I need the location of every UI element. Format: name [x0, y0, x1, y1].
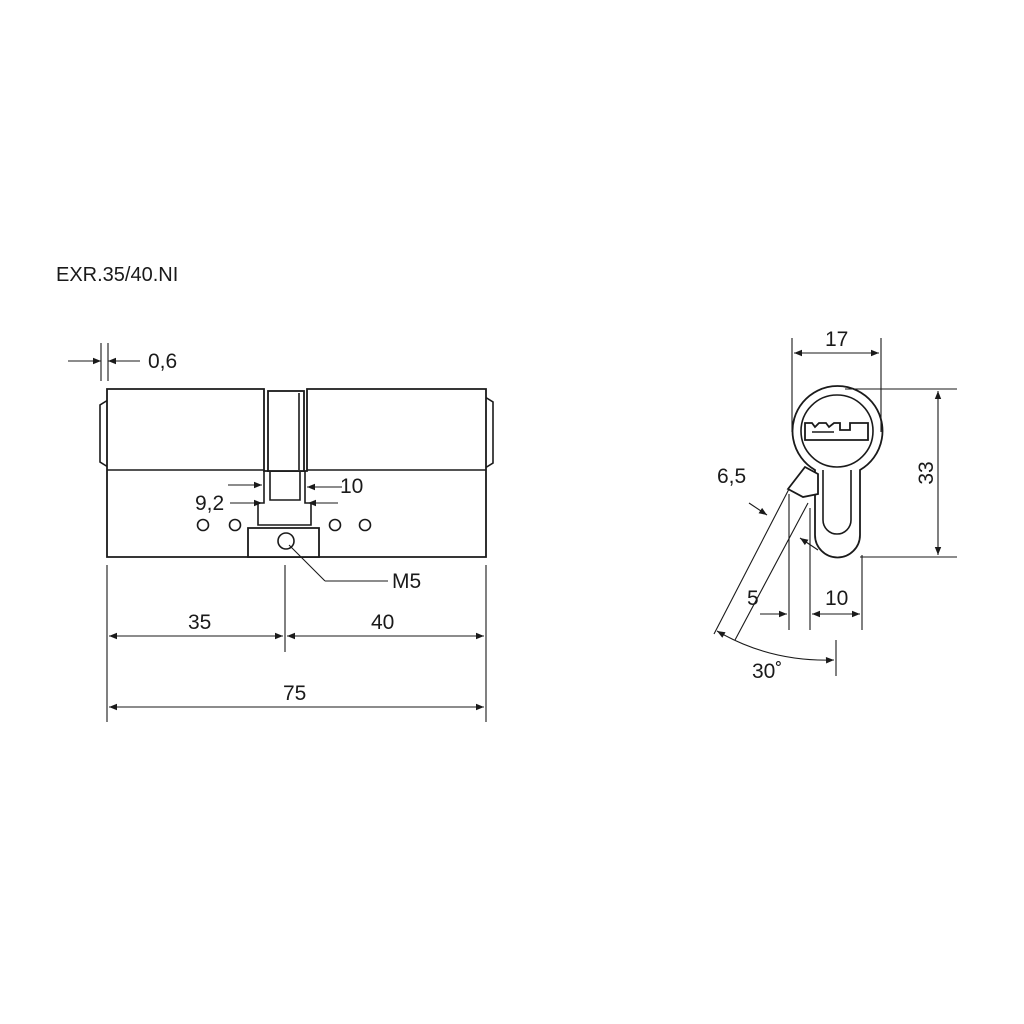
profile-inner — [822, 470, 852, 535]
cylinder-body — [106, 388, 487, 558]
cylinder-front-view: 17 33 6,5 5 10 30˚ — [713, 328, 957, 683]
left-end-cap — [99, 399, 109, 468]
pin-hole — [358, 518, 372, 532]
dim-offset-label: 5 — [747, 587, 759, 610]
dim-cam-width-inner-label: 9,2 — [195, 492, 224, 515]
dim-total-label: 75 — [283, 682, 306, 705]
dim-arrow — [748, 502, 768, 516]
pin-hole — [328, 518, 342, 532]
dim-body-width-label: 10 — [825, 587, 848, 610]
dim-screw-label: M5 — [392, 570, 421, 593]
plug-circle — [800, 394, 874, 468]
dim-angle-label: 30˚ — [752, 660, 782, 683]
dim-arrow — [799, 537, 819, 551]
dim-height-label: 33 — [915, 461, 938, 484]
dim-cam-thickness-label: 6,5 — [717, 465, 746, 488]
cylinder-side-view: 0,6 10 9,2 M5 35 40 75 — [68, 343, 494, 722]
cam-rotated — [786, 465, 819, 498]
dim-cam-width-outer-label: 10 — [340, 475, 363, 498]
pin-hole — [228, 518, 242, 532]
cam-slot — [267, 390, 305, 472]
screw-boss — [247, 527, 320, 558]
drawing-title: EXR.35/40.NI — [56, 264, 178, 286]
dim-arc-angle — [716, 630, 835, 664]
dim-width-label: 17 — [825, 328, 848, 351]
pin-hole — [196, 518, 210, 532]
cam-inner-profile — [257, 471, 312, 526]
dim-right-label: 40 — [371, 611, 394, 634]
dim-left-label: 35 — [188, 611, 211, 634]
screw-hole — [277, 532, 295, 550]
keyway — [804, 422, 869, 441]
right-end-cap — [484, 396, 494, 469]
dim-cam-gap-label: 0,6 — [148, 350, 177, 373]
